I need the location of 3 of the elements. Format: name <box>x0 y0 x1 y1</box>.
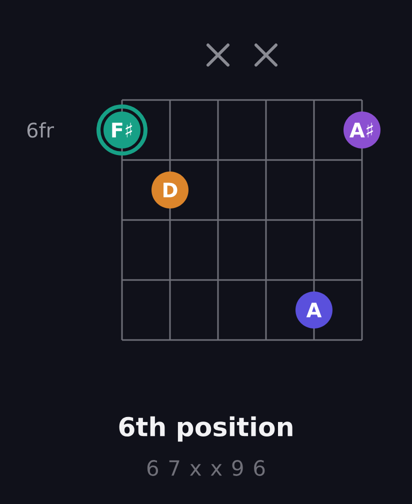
fingering-text: 6 7 x x 9 6 <box>147 460 265 476</box>
title: 6th position <box>119 416 292 442</box>
fret-number: 6fr <box>27 122 54 138</box>
